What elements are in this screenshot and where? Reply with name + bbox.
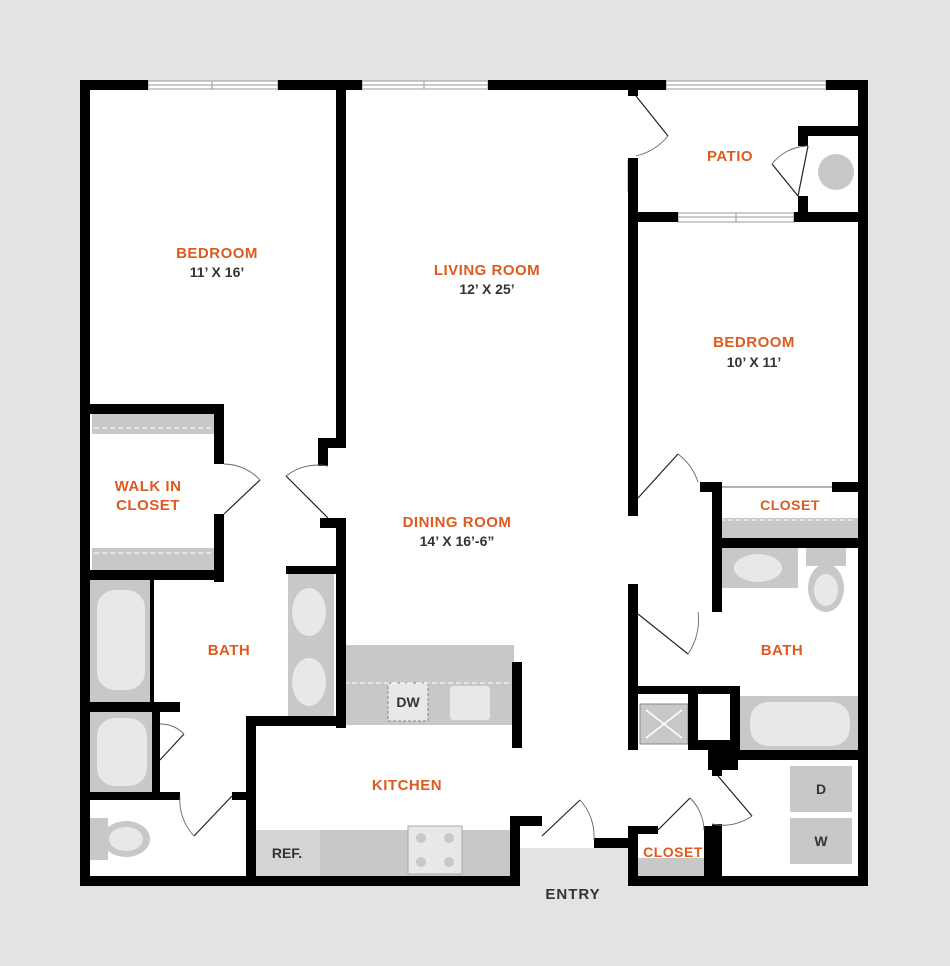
walk-in-closet-label-line-1: WALK IN [115, 478, 182, 495]
dryer [790, 766, 852, 812]
kitchen-sink [450, 686, 490, 720]
bath-2-toilet-tank [806, 546, 846, 566]
bedroom-2-label: BEDROOM [713, 334, 795, 351]
bedroom-1-dimensions: 11’ X 16’ [190, 264, 245, 280]
bath-1-label: BATH [208, 642, 251, 659]
doors [159, 95, 809, 841]
kitchen-label: KITCHEN [372, 777, 442, 794]
patio-ac-unit [818, 154, 854, 190]
bath-1-toilet-tank [90, 818, 108, 860]
living-room-label: LIVING ROOM [434, 262, 540, 279]
stove [407, 825, 463, 875]
entry-label: ENTRY [545, 886, 600, 903]
closet-shelf-top [92, 412, 216, 434]
dining-room-label: DINING ROOM [403, 514, 512, 531]
washer [790, 818, 852, 864]
bedroom-1-label: BEDROOM [176, 245, 258, 262]
refrigerator [256, 830, 320, 876]
walls [80, 80, 868, 886]
washer-label: W [814, 833, 828, 849]
refrigerator-label: REF. [272, 845, 302, 861]
bedroom-2-closet-shelf [718, 518, 858, 540]
bedroom-2-dimensions: 10’ X 11’ [727, 354, 782, 370]
living-room-dimensions: 12’ X 25’ [459, 281, 514, 297]
dryer-label: D [816, 781, 826, 797]
bath-2-label: BATH [761, 642, 804, 659]
dining-room-dimensions: 14’ X 16’-6” [420, 533, 495, 549]
walk-in-closet-label-line-2: CLOSET [116, 497, 180, 514]
entry-gap-exterior [520, 848, 630, 884]
entry-closet-shelf [636, 858, 714, 876]
dishwasher [387, 682, 429, 722]
dishwasher-label: DW [396, 694, 420, 710]
bedroom-2-closet-label: CLOSET [760, 497, 820, 513]
entry-closet-label: CLOSET [643, 844, 703, 860]
patio-label: PATIO [707, 148, 753, 165]
closet-shelf-bottom [92, 548, 216, 572]
